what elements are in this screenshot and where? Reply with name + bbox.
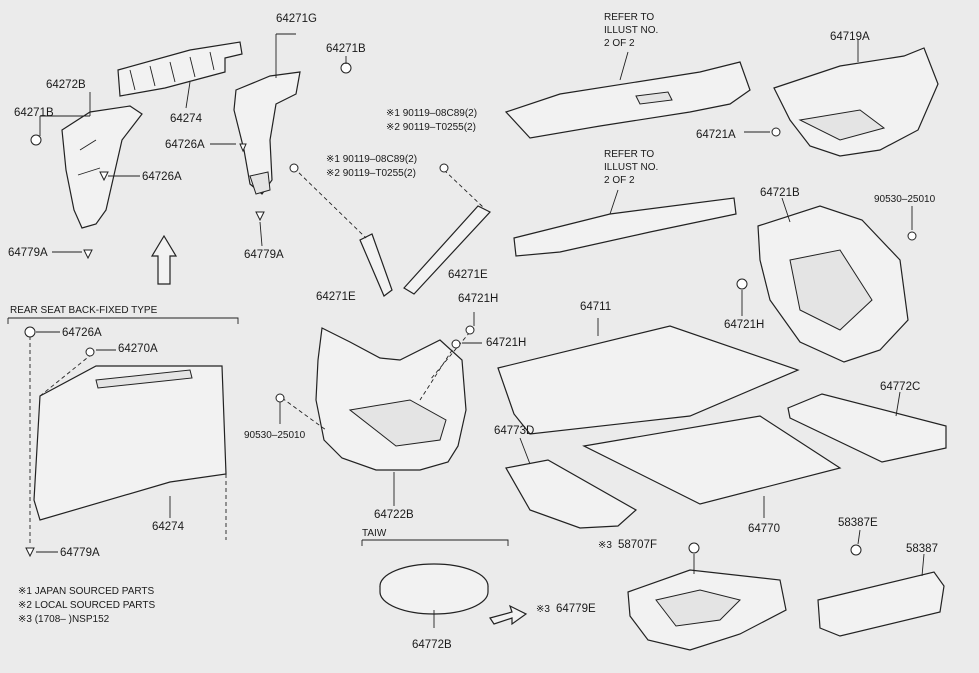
label-58387: 58387 [906, 543, 938, 555]
label-64721H-a: 64721H [458, 293, 498, 305]
clip-64726A-box [24, 326, 36, 338]
label-64772C: 64772C [880, 381, 920, 393]
label-64270A-box: 64270A [118, 343, 158, 355]
label-64779A-mid: 64779A [244, 249, 284, 261]
label-64722B: 64722B [374, 509, 414, 521]
bolt-90119-left [289, 163, 299, 173]
label-64721A: 64721A [696, 129, 736, 141]
ref-top-line3: 2 OF 2 [604, 38, 635, 49]
part-64770-floor-board [582, 415, 842, 518]
up-arrow-icon [150, 234, 178, 285]
fastener-1-top: ※1 90119–08C89(2) [386, 108, 477, 119]
clip-64726A-left [99, 171, 109, 182]
clip-64721H-b [451, 339, 461, 349]
label-64719A: 64719A [830, 31, 870, 43]
label-64773D: 64773D [494, 425, 534, 437]
clip-64779A-mid [255, 211, 265, 222]
label-64726A-left: 64726A [142, 171, 182, 183]
part-64274-top-bracket [117, 41, 243, 97]
box-title: REAR SEAT BACK-FIXED TYPE [10, 305, 158, 316]
label-64726A-box: 64726A [62, 327, 102, 339]
label-64274-box: 64274 [152, 521, 185, 533]
part-64719A-trunk-lid-trim [773, 40, 939, 157]
right-arrow-icon [489, 604, 528, 626]
clip-64270A-box [85, 347, 95, 357]
part-64722B-quarter-trim [281, 327, 471, 471]
note-2: ※2 LOCAL SOURCED PARTS [18, 600, 155, 611]
label-64721H-b: 64721H [486, 337, 526, 349]
bolt-90119-right [439, 163, 449, 173]
part-64779E-tool-tray [627, 569, 787, 651]
label-58387E: 58387E [838, 517, 878, 529]
clip-58707F [688, 542, 700, 554]
clip-64721H-a [465, 325, 475, 335]
note-1: ※1 JAPAN SOURCED PARTS [18, 586, 155, 597]
part-trunk-floor-mat-upper [513, 189, 737, 257]
label-64271E-left: 64271E [316, 291, 356, 303]
note-3: ※3 (1708– )NSP152 [18, 614, 110, 625]
ref-top-line2: ILLUST NO. [604, 25, 658, 36]
label-90530-mid: 90530–25010 [244, 430, 306, 441]
label-64711: 64711 [580, 301, 611, 313]
label-64772B: 64772B [412, 639, 452, 651]
part-64721B-side-trim [757, 197, 909, 363]
taiw-label: TAIW [362, 528, 387, 539]
clip-64779A-box [25, 547, 35, 558]
mark-3-58707F: ※3 [598, 540, 612, 551]
ref-mid-line2: ILLUST NO. [604, 162, 658, 173]
clip-64721H-right [736, 278, 748, 290]
ref-mid-line3: 2 OF 2 [604, 175, 635, 186]
clip-64271B-top [340, 62, 352, 74]
label-64721B: 64721B [760, 187, 800, 199]
ref-top-line1: REFER TO [604, 12, 654, 23]
clip-64779A-left [83, 249, 93, 260]
clip-90530-mid [275, 393, 285, 403]
mark-3-64779E: ※3 [536, 604, 550, 615]
fastener-2-mid: ※2 90119–T0255(2) [326, 168, 416, 179]
label-90530-right: 90530–25010 [874, 194, 936, 205]
part-package-tray [504, 51, 751, 139]
part-64271G-pillar-trim [233, 71, 301, 195]
part-64271E-strips [293, 167, 491, 297]
rear-seat-back-box [7, 317, 239, 546]
label-64779A-box: 64779A [60, 547, 100, 559]
label-64779A-left: 64779A [8, 247, 48, 259]
label-64770: 64770 [748, 523, 780, 535]
label-64721H-right: 64721H [724, 319, 764, 331]
part-64773D-side-board [505, 437, 638, 529]
label-64271B-left: 64271B [14, 107, 54, 119]
label-64271E-right: 64271E [448, 269, 488, 281]
part-64272B-left-trim [61, 105, 143, 229]
ref-mid-line1: REFER TO [604, 149, 654, 160]
clip-90530-right [907, 231, 917, 241]
label-64726A-mid: 64726A [165, 139, 205, 151]
part-64711-floor-mat [497, 318, 800, 435]
clip-64271B-left [30, 134, 42, 146]
label-64274-top: 64274 [170, 113, 203, 125]
clip-64726A-mid [239, 143, 247, 153]
clip-58387E [850, 544, 862, 556]
taiw-group [361, 539, 509, 628]
part-58387-sill-plate [817, 553, 945, 637]
label-64271B-top: 64271B [326, 43, 366, 55]
fastener-2-top: ※2 90119–T0255(2) [386, 122, 476, 133]
clip-64721A [771, 127, 781, 137]
fastener-1-mid: ※1 90119–08C89(2) [326, 154, 417, 165]
label-64271G: 64271G [276, 13, 317, 25]
label-64779E: 64779E [556, 603, 596, 615]
label-58707F: 58707F [618, 539, 657, 551]
label-64272B: 64272B [46, 79, 86, 91]
part-64772C-side-board [787, 391, 947, 463]
